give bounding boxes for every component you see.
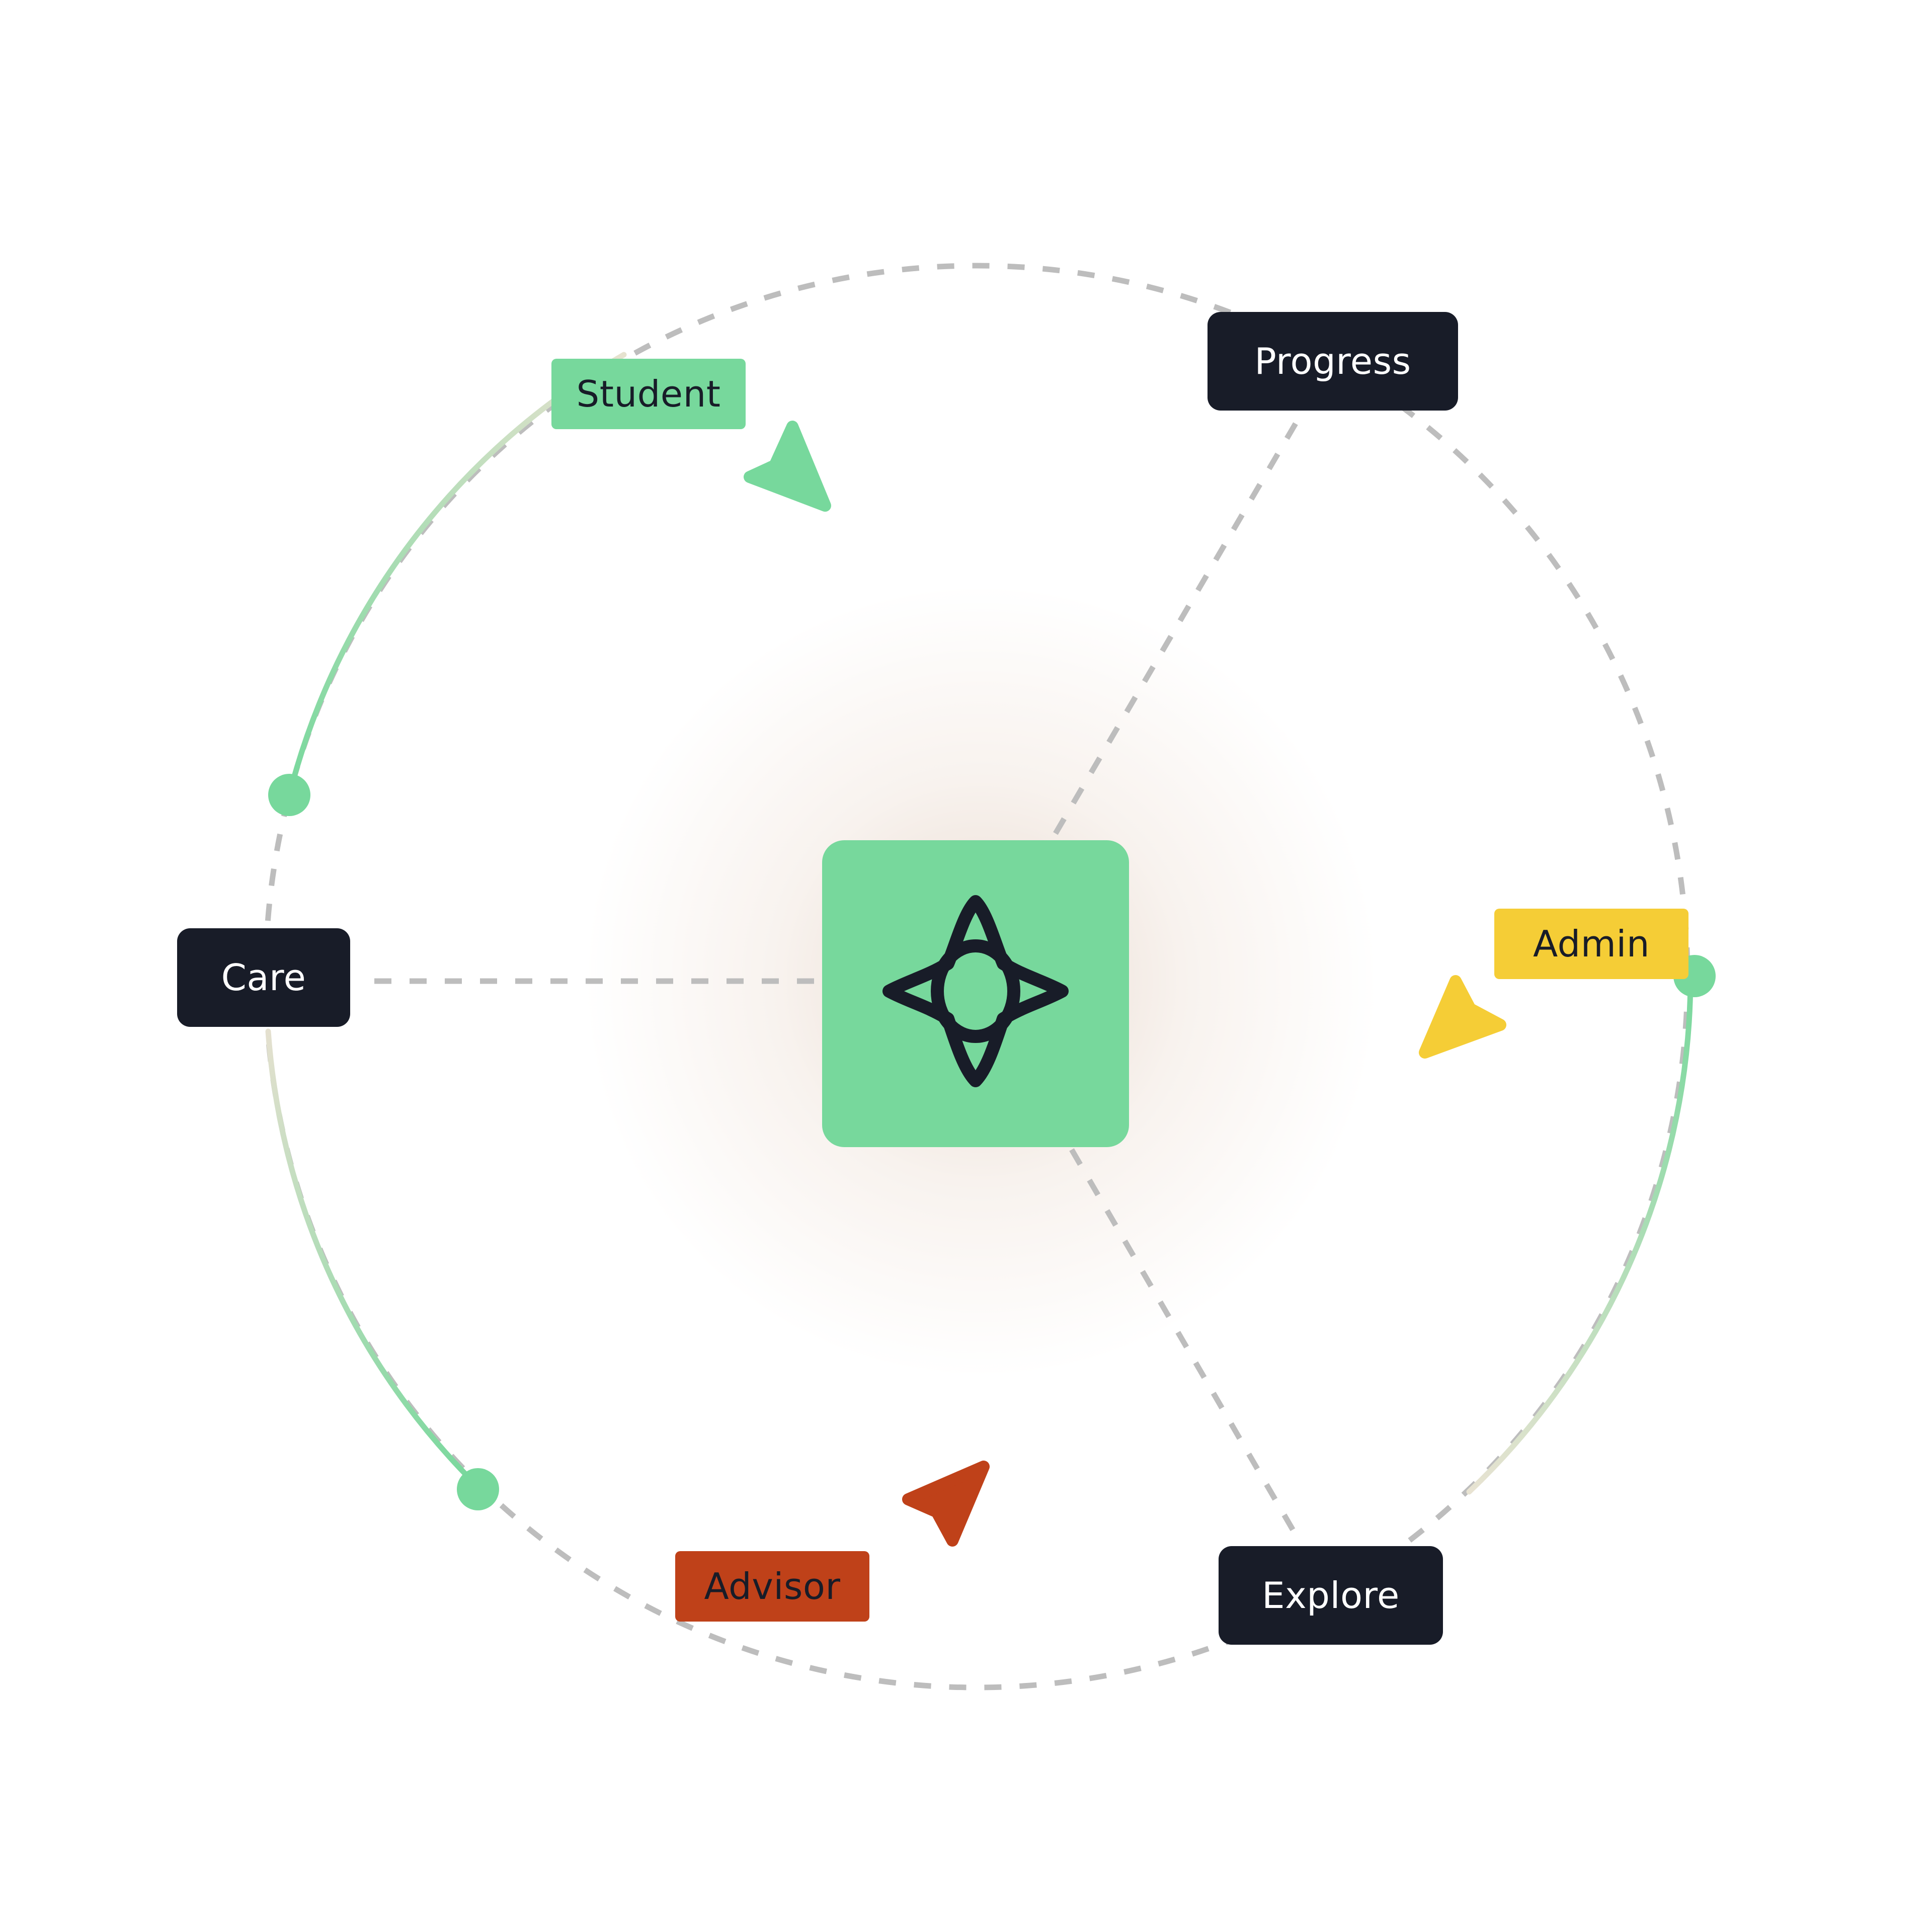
compass-star-icon — [882, 895, 1069, 1087]
spoke-progress — [1049, 422, 1298, 842]
arc-endpoint-dot — [268, 774, 310, 816]
role-advisor-label: Advisor — [675, 1551, 869, 1622]
admin-cursor-icon — [1419, 975, 1506, 1059]
hub-tile — [822, 840, 1129, 1147]
spoke-explore — [1069, 1148, 1300, 1539]
arc-care — [265, 1028, 481, 1490]
arc-endpoint-dot — [457, 1468, 499, 1510]
advisor-cursor-icon — [902, 1461, 990, 1547]
stage-explore-label: Explore — [1219, 1546, 1443, 1645]
stage-progress-label: Progress — [1208, 312, 1458, 411]
role-student-label: Student — [551, 359, 746, 429]
student-cursor-icon — [744, 421, 831, 512]
arc-admin — [1466, 973, 1694, 1495]
stage-care-label: Care — [177, 928, 350, 1027]
role-admin-label: Admin — [1494, 909, 1688, 979]
